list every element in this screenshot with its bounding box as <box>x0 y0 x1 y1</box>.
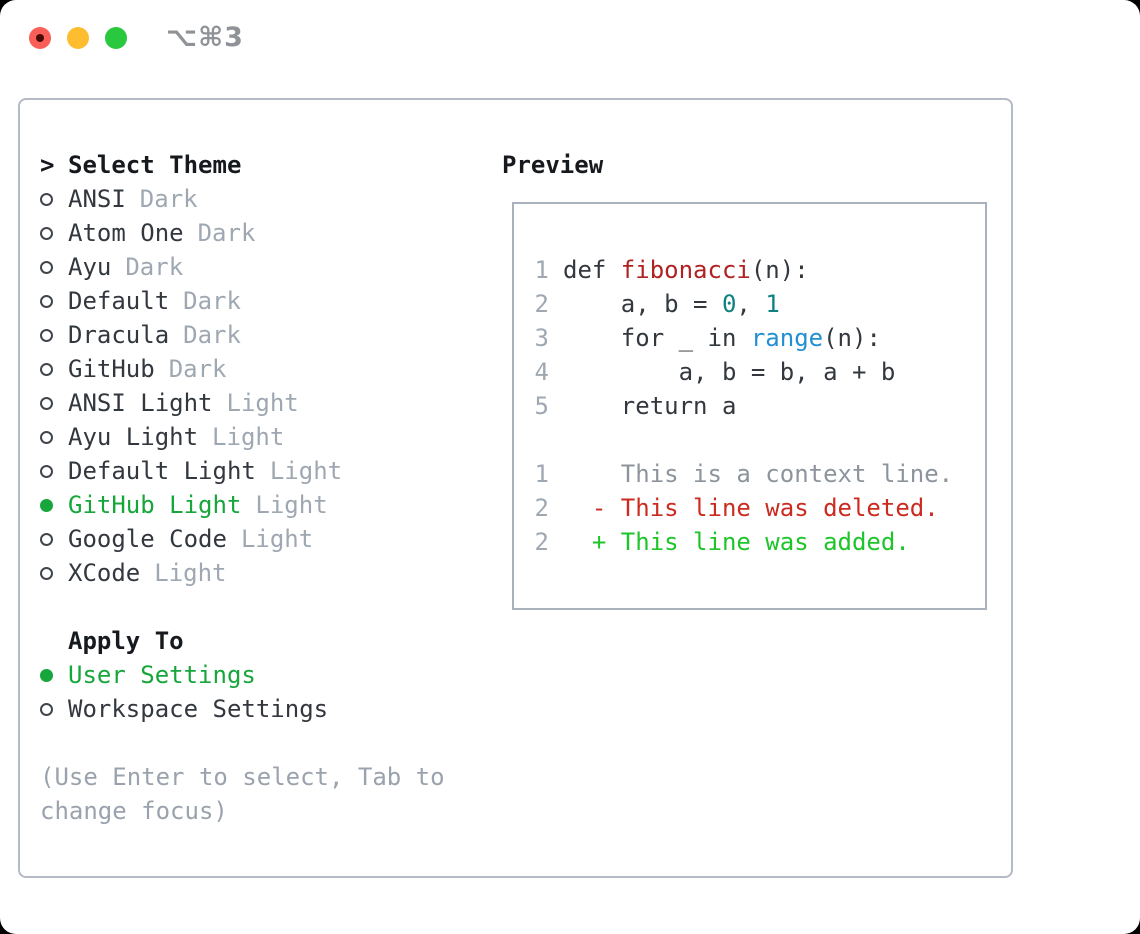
radio-icon <box>40 328 53 342</box>
apply-option-user-settings[interactable]: User Settings <box>40 658 445 692</box>
code-line: 3 for _ in range(n): <box>534 324 881 352</box>
radio-icon <box>40 702 53 716</box>
zoom-button[interactable] <box>105 27 127 49</box>
apply-to-title: Apply To <box>68 627 184 655</box>
diff-context-line: 1 This is a context line. <box>534 460 954 488</box>
radio-icon <box>40 396 53 410</box>
theme-list: > Select Theme ANSI Dark Atom One Dark A… <box>40 148 445 828</box>
theme-option-google-code-light[interactable]: Google Code Light <box>40 522 445 556</box>
diff-added-line: 2 + This line was added. <box>534 528 910 556</box>
preview-title: Preview <box>502 151 604 179</box>
radio-icon <box>40 226 53 240</box>
theme-option-default-light[interactable]: Default Light Light <box>40 454 445 488</box>
code-line: 2 a, b = 0, 1 <box>534 290 780 318</box>
code-line: 4 a, b = b, a + b <box>534 358 896 386</box>
theme-option-github-light-selected[interactable]: GitHub Light Light <box>40 488 445 522</box>
select-theme-header: > Select Theme <box>40 148 445 182</box>
radio-icon <box>40 464 53 478</box>
radio-icon <box>40 532 53 546</box>
apply-to-header: Apply To <box>40 624 445 658</box>
help-text-line2: change focus) <box>40 797 228 825</box>
code-line: 5 return a <box>534 392 737 420</box>
theme-option-github-dark[interactable]: GitHub Dark <box>40 352 445 386</box>
record-dot-icon <box>36 34 44 42</box>
theme-option-xcode-light[interactable]: XCode Light <box>40 556 445 590</box>
theme-option-default-dark[interactable]: Default Dark <box>40 284 445 318</box>
radio-icon <box>40 566 53 580</box>
caret-icon: > <box>40 151 55 179</box>
minimize-button[interactable] <box>67 27 89 49</box>
help-text-line1: (Use Enter to select, Tab to <box>40 763 445 791</box>
radio-selected-icon <box>40 498 53 512</box>
radio-icon <box>40 430 53 444</box>
radio-selected-icon <box>40 668 53 682</box>
theme-picker-panel: > Select Theme ANSI Dark Atom One Dark A… <box>18 98 1013 878</box>
radio-icon <box>40 260 53 274</box>
radio-icon <box>40 192 53 206</box>
select-theme-title: Select Theme <box>68 151 242 179</box>
theme-option-ansi-dark[interactable]: ANSI Dark <box>40 182 445 216</box>
traffic-lights <box>29 27 127 49</box>
radio-icon <box>40 294 53 308</box>
titlebar: ⌥⌘3 <box>0 0 1140 72</box>
theme-option-ayu-dark[interactable]: Ayu Dark <box>40 250 445 284</box>
apply-option-workspace-settings[interactable]: Workspace Settings <box>40 692 445 726</box>
close-button[interactable] <box>29 27 51 49</box>
theme-option-ayu-light[interactable]: Ayu Light Light <box>40 420 445 454</box>
theme-option-ansi-light[interactable]: ANSI Light Light <box>40 386 445 420</box>
radio-icon <box>40 362 53 376</box>
window-title: ⌥⌘3 <box>166 22 244 53</box>
theme-option-atom-one-dark[interactable]: Atom One Dark <box>40 216 445 250</box>
theme-option-dracula-dark[interactable]: Dracula Dark <box>40 318 445 352</box>
diff-deleted-line: 2 - This line was deleted. <box>534 494 939 522</box>
